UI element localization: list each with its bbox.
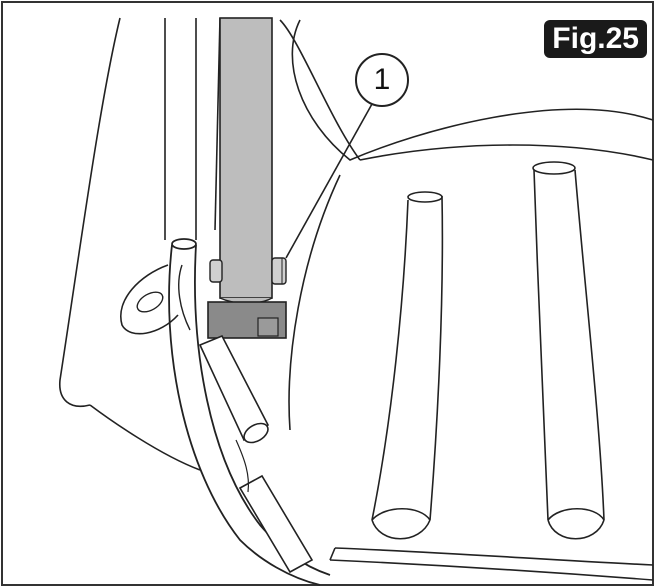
seat-rib-left	[371, 191, 444, 540]
vertical-tube	[219, 17, 273, 299]
screw	[271, 257, 287, 285]
left-frame	[59, 17, 221, 471]
strap-clip	[178, 264, 191, 331]
screw-left	[209, 259, 223, 283]
callout-number: 1	[373, 63, 391, 96]
rod-sleeve-upper	[198, 334, 270, 444]
strap-line	[235, 439, 250, 493]
clamp-block	[207, 301, 287, 339]
seat-rib-right	[532, 161, 605, 540]
seat-bottom-edge	[329, 547, 654, 581]
callout-circle	[355, 53, 409, 107]
callout-leader	[285, 103, 373, 259]
eyelet-hole	[136, 291, 164, 313]
figure-label: Fig.25	[544, 20, 647, 58]
seat-cushion	[279, 19, 654, 431]
rod-sleeve-lower	[238, 474, 314, 574]
eyelet-loop	[120, 264, 179, 335]
